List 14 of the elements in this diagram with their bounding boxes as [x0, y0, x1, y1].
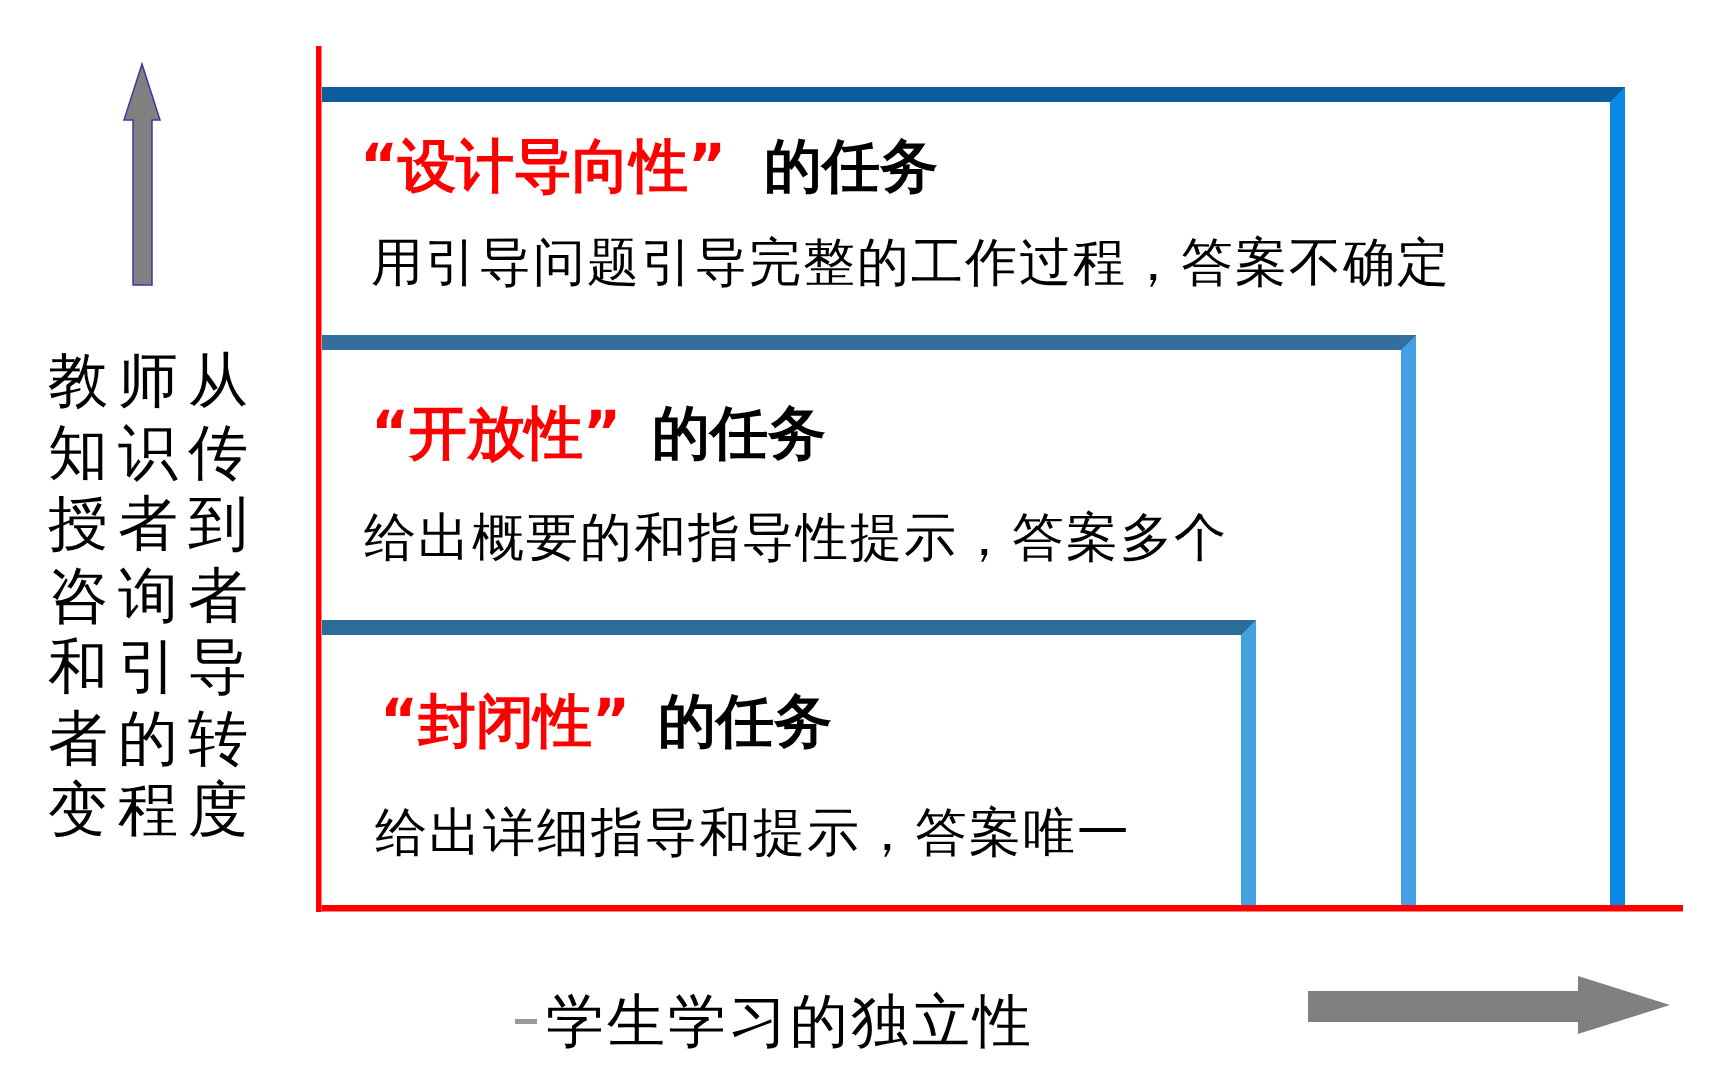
- task-box: [322, 87, 1625, 905]
- task-type-heading: “开放性”: [371, 398, 622, 468]
- task-type-heading: “设计导向性”: [360, 131, 727, 201]
- axis-label: 教师从知识传授者到咨询者和引导者的转变程度: [48, 345, 259, 846]
- task-type-heading: “封闭性”: [380, 686, 631, 756]
- task-heading-suffix: 的任务: [652, 398, 826, 468]
- task-heading-suffix: 的任务: [764, 131, 938, 201]
- axis-label: 学生学习的独立性: [546, 986, 1034, 1056]
- task-heading-suffix: 的任务: [658, 686, 832, 756]
- task-box: [322, 335, 1416, 905]
- task-description: 给出概要的和指导性提示，答案多个: [364, 506, 1228, 569]
- task-description: 用引导问题引导完整的工作过程，答案不确定: [371, 231, 1451, 294]
- task-box: [322, 620, 1256, 905]
- task-description: 给出详细指导和提示，答案唯一: [375, 801, 1131, 864]
